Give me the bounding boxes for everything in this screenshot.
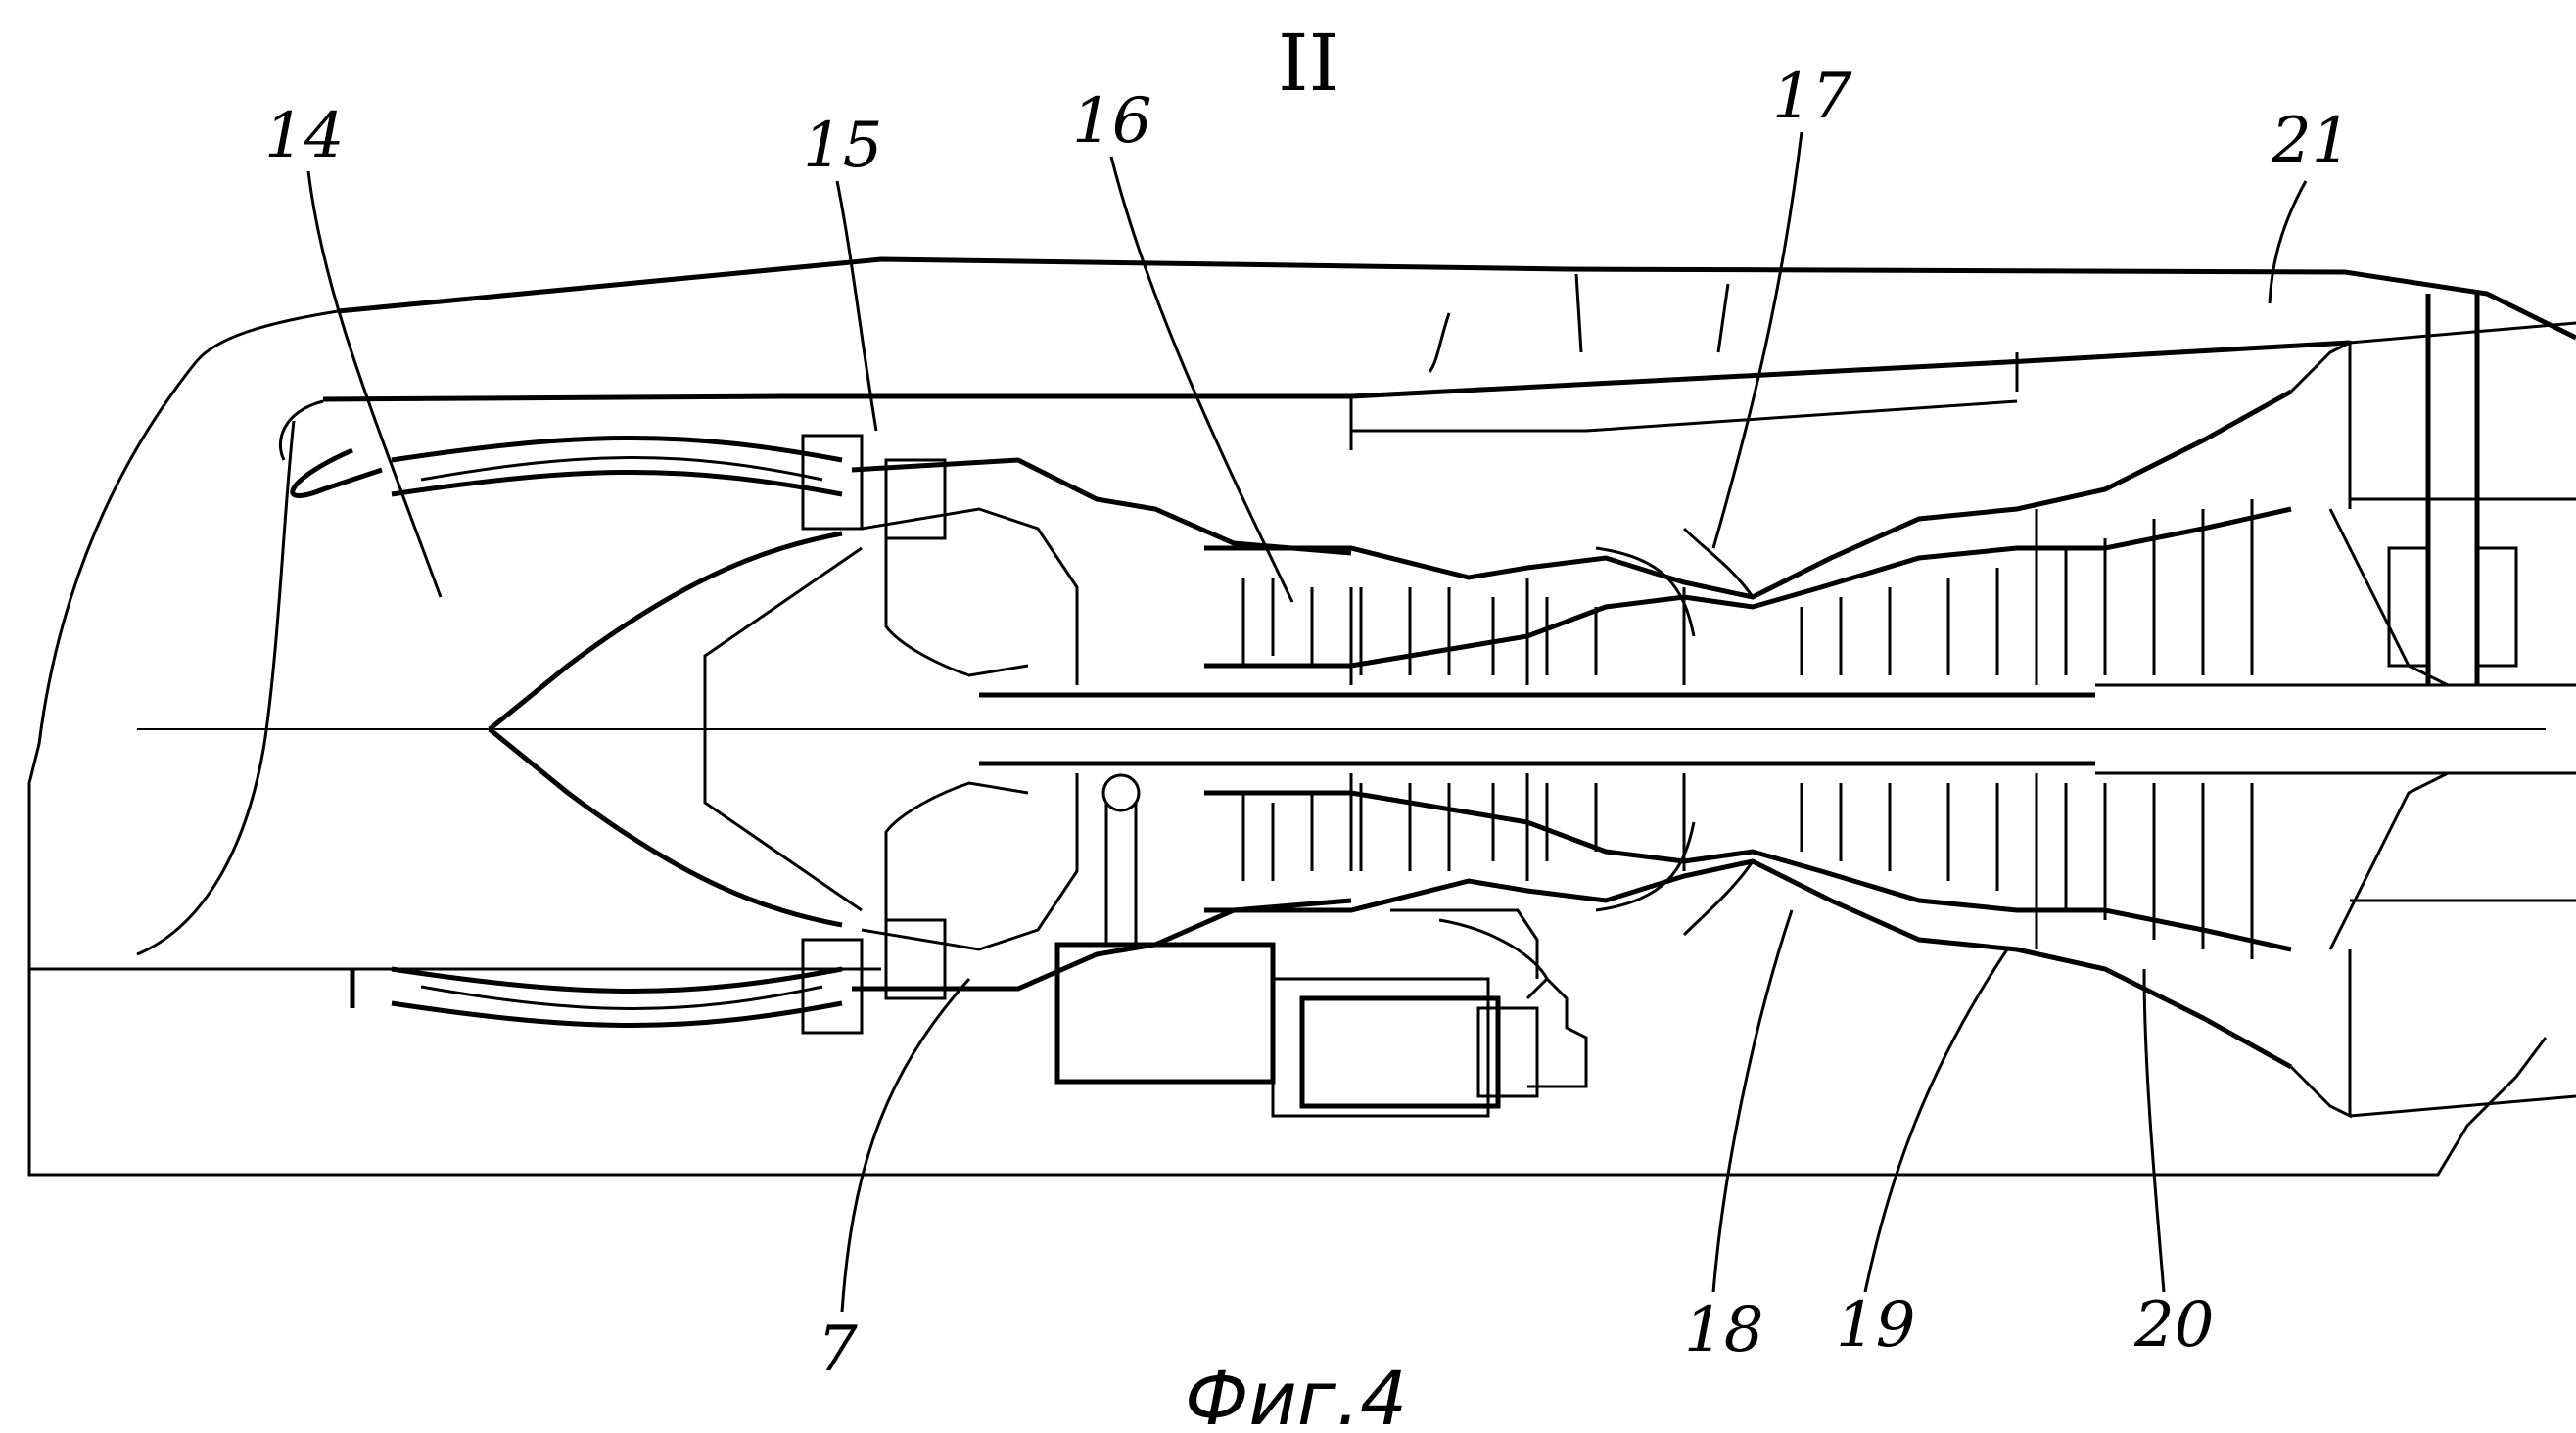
- intake-liner-lower: [350, 938, 864, 1035]
- label-16: 16: [1072, 85, 1151, 158]
- label-7: 7: [818, 1314, 858, 1386]
- exhaust-frame: [2349, 294, 2576, 1118]
- compressor-blades: [1241, 568, 1999, 891]
- combustor: [1595, 527, 1755, 937]
- intake-cone: [488, 531, 863, 928]
- view-mark: II: [1278, 18, 1339, 109]
- label-14: 14: [264, 100, 344, 172]
- label-15: 15: [803, 110, 882, 182]
- reference-labels: 14 15 16 17 21 7 18 19 20: [264, 61, 2351, 1386]
- label-18: 18: [1684, 1294, 1763, 1366]
- label-20: 20: [2133, 1289, 2214, 1362]
- leader-lines: [306, 131, 2308, 1313]
- nacelle-outline: [27, 256, 2576, 1177]
- bypass-duct-upper: [278, 340, 2351, 498]
- label-19: 19: [1836, 1289, 1915, 1362]
- core-casing-upper: [1204, 389, 2293, 685]
- figure-caption: Фиг.4: [1185, 1355, 1407, 1433]
- label-17: 17: [1772, 61, 1852, 133]
- core-casing-lower: [1204, 773, 2293, 1070]
- accessory-gearbox: [1054, 773, 1588, 1118]
- main-shaft: [979, 683, 2576, 775]
- label-21: 21: [2271, 105, 2351, 177]
- intake-liner-upper: [391, 434, 864, 531]
